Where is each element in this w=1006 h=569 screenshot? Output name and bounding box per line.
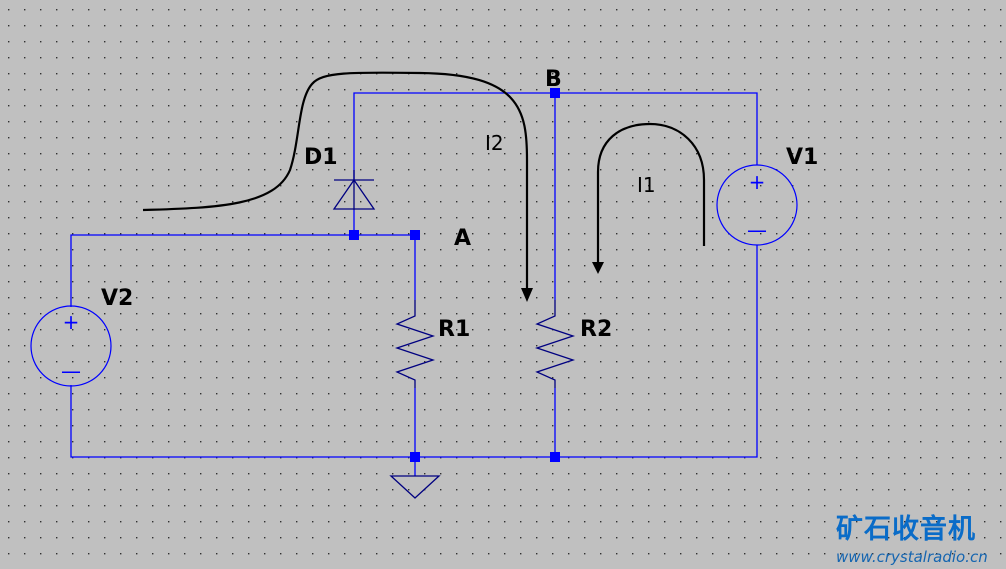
v2-plus-sign: + [63,310,80,334]
label-v1: V1 [786,145,818,170]
current-arrow-i2 [142,71,533,302]
watermark-title: 矿石收音机 [836,513,976,545]
label-v2: V2 [101,286,133,311]
wires [70,92,758,476]
label-r1: R1 [438,317,470,342]
voltage-source-v2[interactable]: + — [30,305,112,387]
label-r2: R2 [580,317,612,342]
v1-minus-sign: — [747,218,767,242]
resistor-r2[interactable] [534,300,576,388]
v1-plus-sign: + [749,170,766,194]
label-i1: I1 [637,173,656,197]
resistor-r1[interactable] [394,300,436,388]
current-arrow-i1 [592,122,706,274]
ground-symbol [389,475,441,499]
node-a[interactable] [410,230,420,240]
node-b[interactable] [550,88,560,98]
v2-minus-sign: — [61,359,81,383]
label-d1: D1 [304,145,338,170]
label-node-b: B [545,67,562,92]
watermark-url: www.crystalradio.cn [836,548,988,566]
diode-d1[interactable] [332,170,376,210]
junction-nodes [349,88,560,462]
node-d1-junction[interactable] [349,230,359,240]
label-i2: I2 [485,131,504,155]
voltage-source-v1[interactable]: + — [716,164,798,246]
wire-v2-to-a [70,234,415,307]
label-node-a: A [454,226,471,251]
node-ground[interactable] [410,452,420,462]
node-r2-bottom[interactable] [550,452,560,462]
